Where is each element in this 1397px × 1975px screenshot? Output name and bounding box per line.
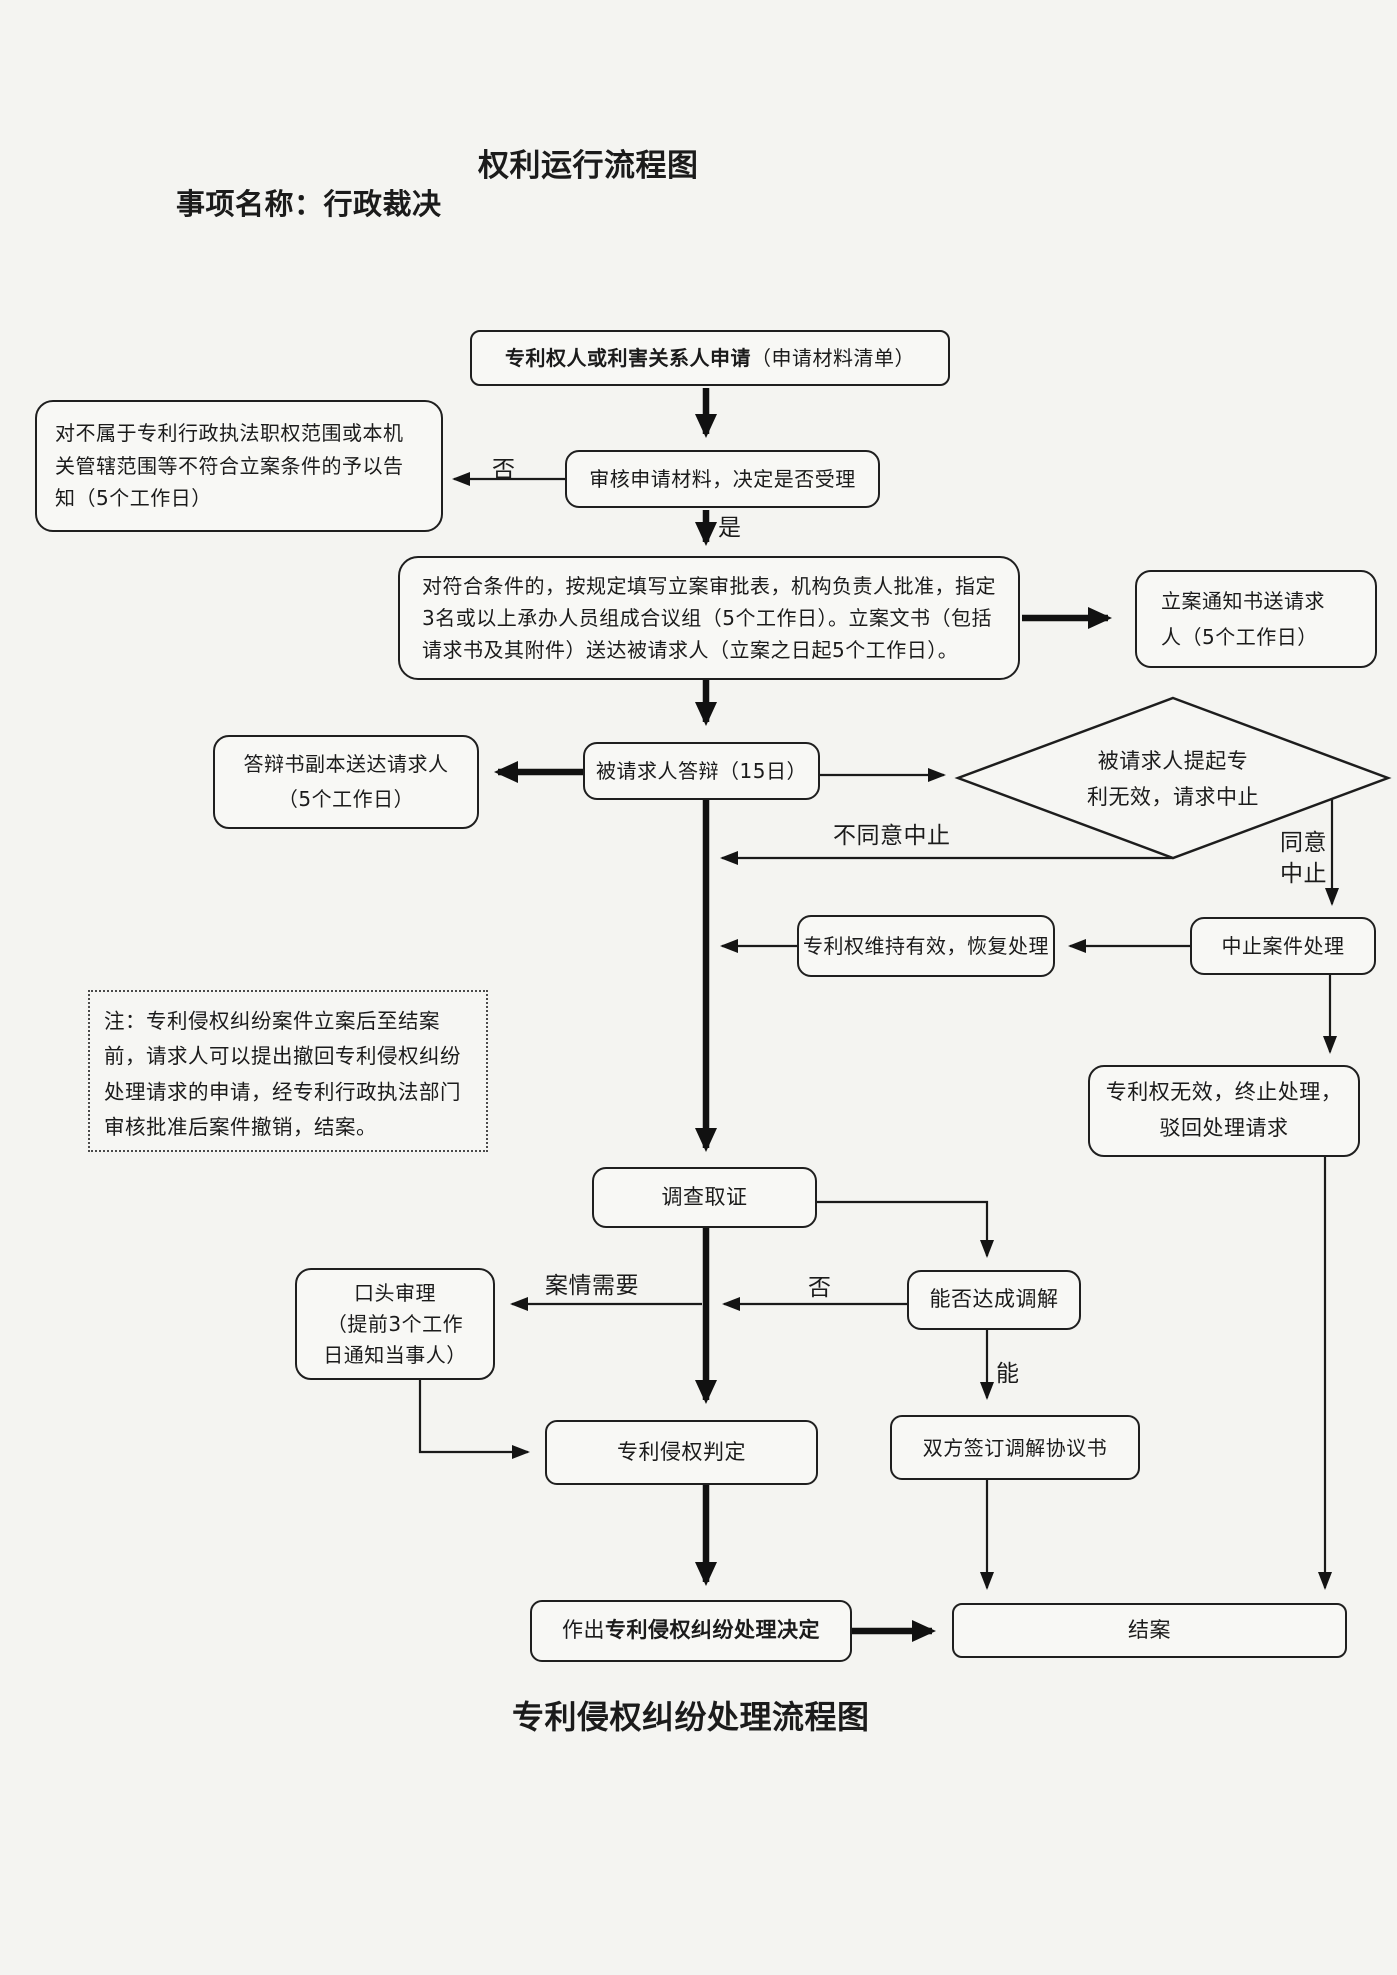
node-resume-case: 专利权维持有效，恢复处理 — [797, 915, 1055, 977]
node-decision-prefix: 作出 — [562, 1618, 605, 1643]
edge-label-yes: 是 — [718, 515, 742, 541]
edge-label-agree-suspend: 同意 中止 — [1280, 830, 1327, 888]
node-oral-hearing: 口头审理 （提前3个工作 日通知当事人） — [295, 1268, 495, 1380]
node-decision: 作出专利侵权纠纷处理决定 — [530, 1600, 852, 1662]
item-name-label: 事项名称：行政裁决 — [176, 187, 442, 221]
edge-label-mediation-no: 否 — [808, 1275, 832, 1301]
node-decision-main: 专利侵权纠纷处理决定 — [605, 1618, 820, 1643]
node-investigation: 调查取证 — [592, 1167, 817, 1228]
edge-label-disagree-suspend: 不同意中止 — [833, 823, 951, 849]
edge-label-mediation-yes: 能 — [996, 1361, 1020, 1387]
node-filing-notice: 立案通知书送请求 人（5个工作日） — [1135, 570, 1377, 668]
edge-label-no: 否 — [492, 457, 516, 483]
node-apply-note: （申请材料清单） — [751, 346, 915, 370]
footer-caption: 专利侵权纠纷处理流程图 — [512, 1698, 870, 1736]
node-file-case: 对符合条件的，按规定填写立案审批表，机构负责人批准，指定3名或以上承办人员组成合… — [398, 556, 1020, 680]
arrow-investigation-to-mediation — [817, 1200, 994, 1258]
node-mediation-agreement: 双方签订调解协议书 — [890, 1415, 1140, 1480]
arrow-oral-to-judgment — [418, 1380, 530, 1459]
node-infringement-judgment: 专利侵权判定 — [545, 1420, 818, 1485]
node-defense: 被请求人答辩（15日） — [583, 742, 820, 800]
node-review: 审核申请材料，决定是否受理 — [565, 450, 880, 508]
node-terminate-case: 专利权无效，终止处理， 驳回处理请求 — [1088, 1065, 1360, 1157]
note-box: 注：专利侵权纠纷案件立案后至结案前，请求人可以提出撤回专利侵权纠纷处理请求的申请… — [88, 990, 488, 1152]
invalidation-diamond-outline — [954, 696, 1392, 860]
page-title: 权利运行流程图 — [478, 148, 699, 184]
node-close-case: 结案 — [952, 1603, 1347, 1658]
edge-label-case-need: 案情需要 — [545, 1273, 639, 1299]
node-apply: 专利权人或利害关系人申请（申请材料清单） — [470, 330, 950, 386]
node-invalidation-diamond: 被请求人提起专 利无效，请求中止 — [1087, 749, 1259, 809]
node-mediation-question: 能否达成调解 — [907, 1270, 1081, 1330]
node-defense-copy: 答辩书副本送达请求人 （5个工作日） — [213, 735, 479, 829]
node-apply-main: 专利权人或利害关系人申请 — [505, 346, 751, 370]
node-not-accept: 对不属于专利行政执法职权范围或本机关管辖范围等不符合立案条件的予以告知（5个工作… — [35, 400, 443, 532]
node-suspend-case: 中止案件处理 — [1190, 917, 1376, 975]
